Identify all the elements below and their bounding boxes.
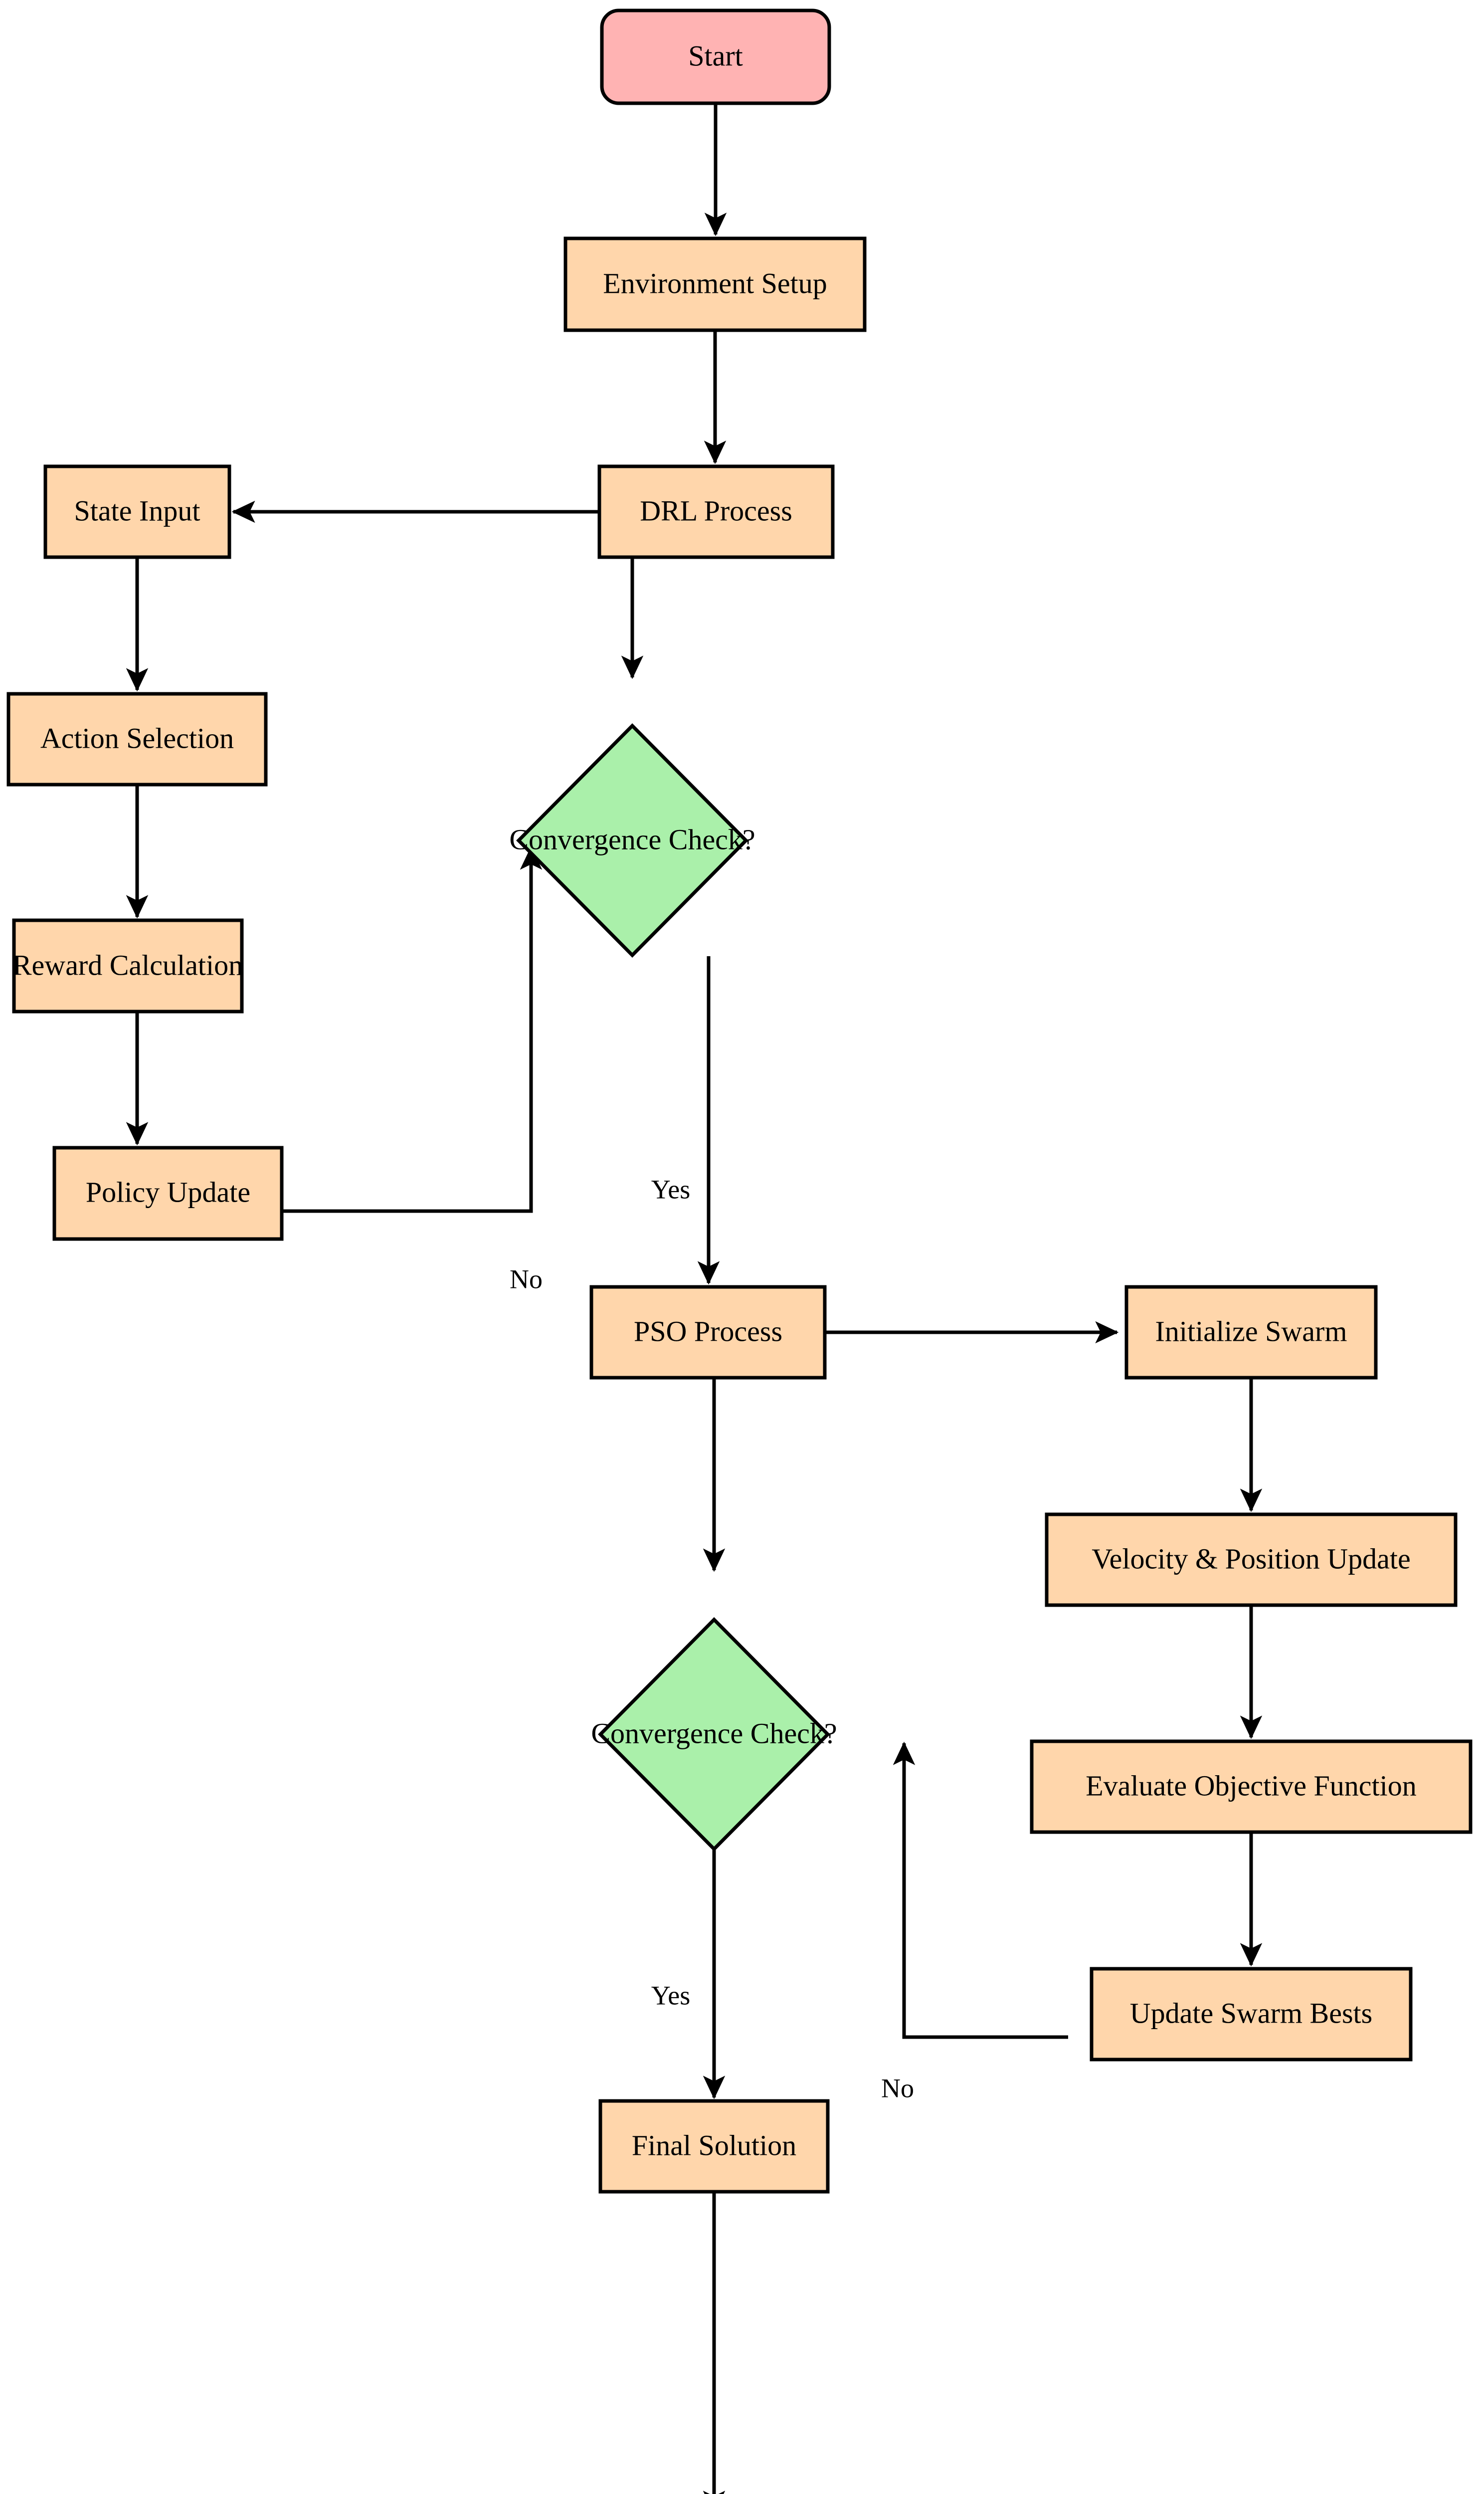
node-pso-process[interactable]: PSO Process xyxy=(589,1285,827,1380)
edge-policy-update-to-convergence-check-1 xyxy=(282,846,543,1213)
node-state-input-label: State Input xyxy=(74,494,200,527)
edge-label-drl-yes: Yes xyxy=(651,1174,691,1204)
node-reward-calculation-label: Reward Calculation xyxy=(12,949,243,981)
node-policy-update-label: Policy Update xyxy=(86,1176,250,1208)
node-policy-update[interactable]: Policy Update xyxy=(52,1146,284,1241)
node-reward-calculation[interactable]: Reward Calculation xyxy=(12,918,244,1014)
node-pso-process-label: PSO Process xyxy=(634,1315,782,1347)
node-drl-process[interactable]: DRL Process xyxy=(597,464,835,559)
node-environment-setup-label: Environment Setup xyxy=(603,267,827,299)
node-convergence-check-1-label: Convergence Check? xyxy=(509,823,755,855)
edge-label-pso-yes: Yes xyxy=(651,1980,691,2010)
node-convergence-check-1[interactable]: Convergence Check? xyxy=(509,723,755,958)
node-evaluate-objective-function-label: Evaluate Objective Function xyxy=(1086,1769,1417,1802)
node-action-selection[interactable]: Action Selection xyxy=(6,692,268,787)
node-final-solution-label: Final Solution xyxy=(632,2129,796,2161)
node-update-swarm-bests[interactable]: Update Swarm Bests xyxy=(1090,1967,1413,2062)
node-action-selection-label: Action Selection xyxy=(40,722,234,754)
node-convergence-check-2[interactable]: Convergence Check? xyxy=(591,1617,837,1852)
node-drl-process-label: DRL Process xyxy=(640,494,792,527)
node-initialize-swarm[interactable]: Initialize Swarm xyxy=(1124,1285,1378,1380)
edge-update-swarm-bests-to-convergence-check-2 xyxy=(893,1741,1068,2039)
node-velocity-position-update[interactable]: Velocity & Position Update xyxy=(1045,1512,1458,1607)
edge-label-drl-no: No xyxy=(510,1264,543,1294)
node-final-solution[interactable]: Final Solution xyxy=(598,2099,830,2194)
node-evaluate-objective-function[interactable]: Evaluate Objective Function xyxy=(1030,1739,1473,1834)
node-velocity-position-update-label: Velocity & Position Update xyxy=(1092,1542,1411,1575)
node-update-swarm-bests-label: Update Swarm Bests xyxy=(1130,1997,1373,2029)
node-start-label: Start xyxy=(688,39,743,72)
edge-label-pso-no: No xyxy=(881,2073,914,2103)
node-environment-setup[interactable]: Environment Setup xyxy=(563,236,867,332)
node-start[interactable]: Start xyxy=(600,8,831,105)
node-convergence-check-2-label: Convergence Check? xyxy=(591,1717,837,1749)
node-initialize-swarm-label: Initialize Swarm xyxy=(1155,1315,1347,1347)
node-state-input[interactable]: State Input xyxy=(43,464,231,559)
